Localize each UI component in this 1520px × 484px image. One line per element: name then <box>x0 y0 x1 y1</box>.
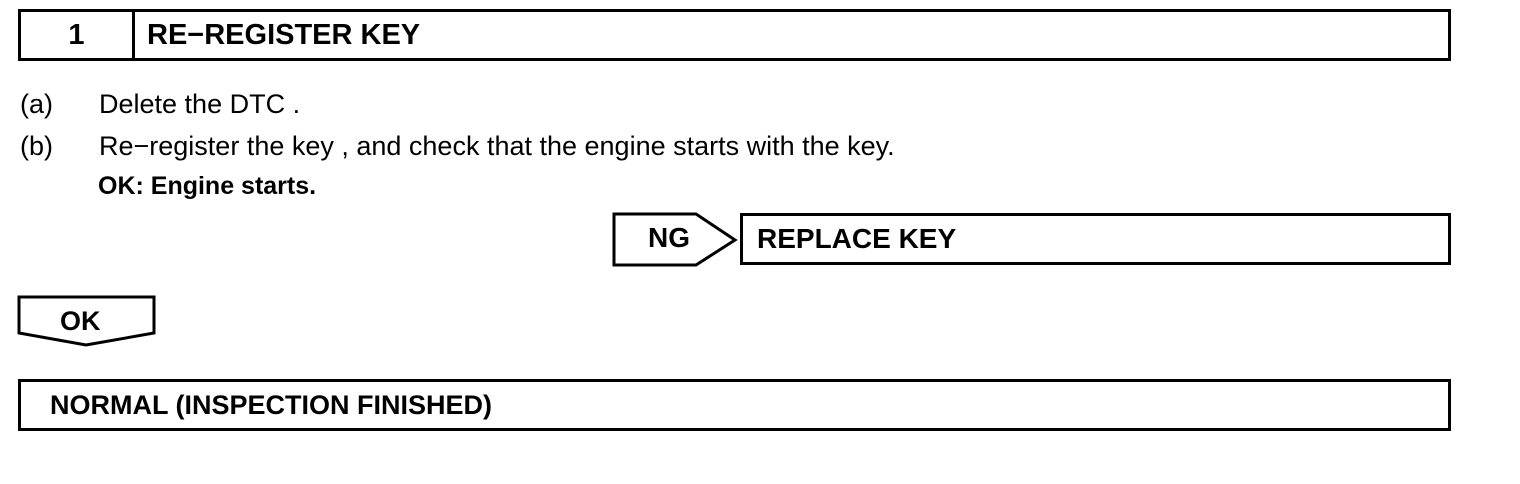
ng-result-box: REPLACE KEY <box>740 213 1451 265</box>
step-title: RE−REGISTER KEY <box>147 18 421 51</box>
final-result-box: NORMAL (INSPECTION FINISHED) <box>18 379 1451 431</box>
ok-label: OK <box>60 306 101 336</box>
ok-criteria: OK: Engine starts. <box>98 172 317 200</box>
ng-result-text: REPLACE KEY <box>757 223 957 254</box>
ng-arrow-shape <box>612 212 738 267</box>
ng-label: NG <box>648 222 690 253</box>
step-header: 1 RE−REGISTER KEY <box>18 9 1451 61</box>
instruction-b-label: (b) <box>20 131 53 161</box>
instruction-a-label: (a) <box>20 89 53 119</box>
step-number: 1 <box>21 12 135 58</box>
ok-arrow-shape <box>17 295 156 347</box>
final-result-text: NORMAL (INSPECTION FINISHED) <box>50 389 493 420</box>
instruction-a-text: Delete the DTC . <box>99 89 301 119</box>
instruction-b-text: Re−register the key , and check that the… <box>99 131 895 161</box>
